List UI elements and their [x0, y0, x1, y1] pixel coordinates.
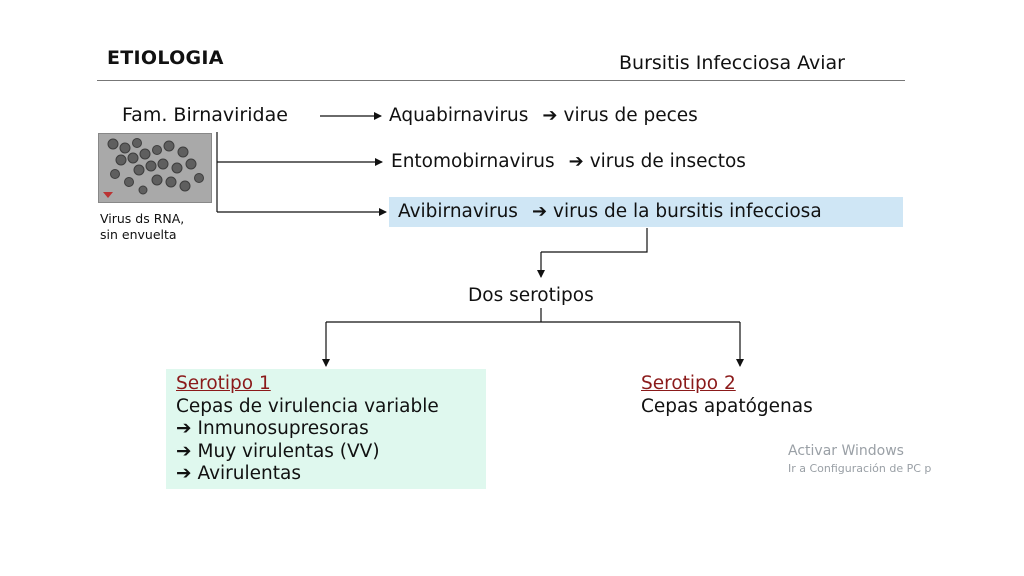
virus-micrograph-image	[98, 133, 212, 203]
genus-name: Aquabirnavirus	[389, 105, 529, 126]
watermark-line-2: Ir a Configuración de PC p	[788, 462, 932, 475]
serotype1-description: Cepas de virulencia variable	[176, 395, 439, 417]
serotype1-title: Serotipo 1	[176, 373, 271, 394]
serotype1-box	[166, 369, 486, 489]
family-label: Fam. Birnaviridae	[122, 104, 288, 126]
serotype1-item: ➔Muy virulentas (VV)	[176, 441, 439, 464]
genus-name: Avibirnavirus	[398, 201, 518, 222]
header-divider	[97, 80, 905, 81]
genus-description: virus de insectos	[589, 151, 746, 172]
serotype1-item-label: Avirulentas	[197, 463, 301, 484]
right-arrow-icon: ➔	[176, 463, 192, 484]
caption-line-1: Virus ds RNA,	[100, 211, 185, 226]
genus-aquabirnavirus: Aquabirnavirus ➔virus de peces	[389, 105, 698, 126]
virus-micrograph-icon	[99, 134, 211, 202]
slide-subtitle: Bursitis Infecciosa Aviar	[619, 52, 845, 74]
serotype2-content: Serotipo 2 Cepas apatógenas	[641, 373, 813, 418]
right-arrow-icon: ➔	[568, 151, 584, 172]
serotype1-item: ➔Inmunosupresoras	[176, 418, 439, 441]
avibirnavirus-to-serotypes-connector	[541, 228, 648, 253]
genus-avibirnavirus: Avibirnavirus ➔virus de la bursitis infec…	[398, 201, 822, 222]
right-arrow-icon: ➔	[531, 201, 548, 222]
serotype2-description: Cepas apatógenas	[641, 395, 813, 417]
right-arrow-icon: ➔	[176, 418, 192, 439]
genus-name: Entomobirnavirus	[391, 151, 555, 172]
avibirnavirus-highlight	[389, 197, 903, 227]
slide-title: ETIOLOGIA	[107, 47, 224, 69]
serotypes-label: Dos serotipos	[468, 285, 594, 306]
serotype1-item: ➔Avirulentas	[176, 463, 439, 486]
genus-entomobirnavirus: Entomobirnavirus ➔virus de insectos	[391, 151, 746, 172]
serotype1-item-label: Muy virulentas (VV)	[197, 440, 380, 462]
serotype1-content: Serotipo 1 Cepas de virulencia variable …	[176, 373, 439, 486]
serotype2-title: Serotipo 2	[641, 373, 736, 394]
genus-description: virus de peces	[563, 105, 698, 126]
windows-activation-watermark: Activar Windows Ir a Configuración de PC…	[788, 442, 931, 478]
right-arrow-icon: ➔	[176, 440, 192, 462]
watermark-line-1: Activar Windows	[788, 443, 904, 459]
genus-description: virus de la bursitis infecciosa	[553, 201, 822, 222]
right-arrow-icon: ➔	[542, 105, 558, 126]
micrograph-caption: Virus ds RNA, sin envuelta	[100, 211, 240, 243]
caption-line-2: sin envuelta	[100, 227, 177, 242]
serotype1-item-label: Inmunosupresoras	[197, 418, 369, 439]
